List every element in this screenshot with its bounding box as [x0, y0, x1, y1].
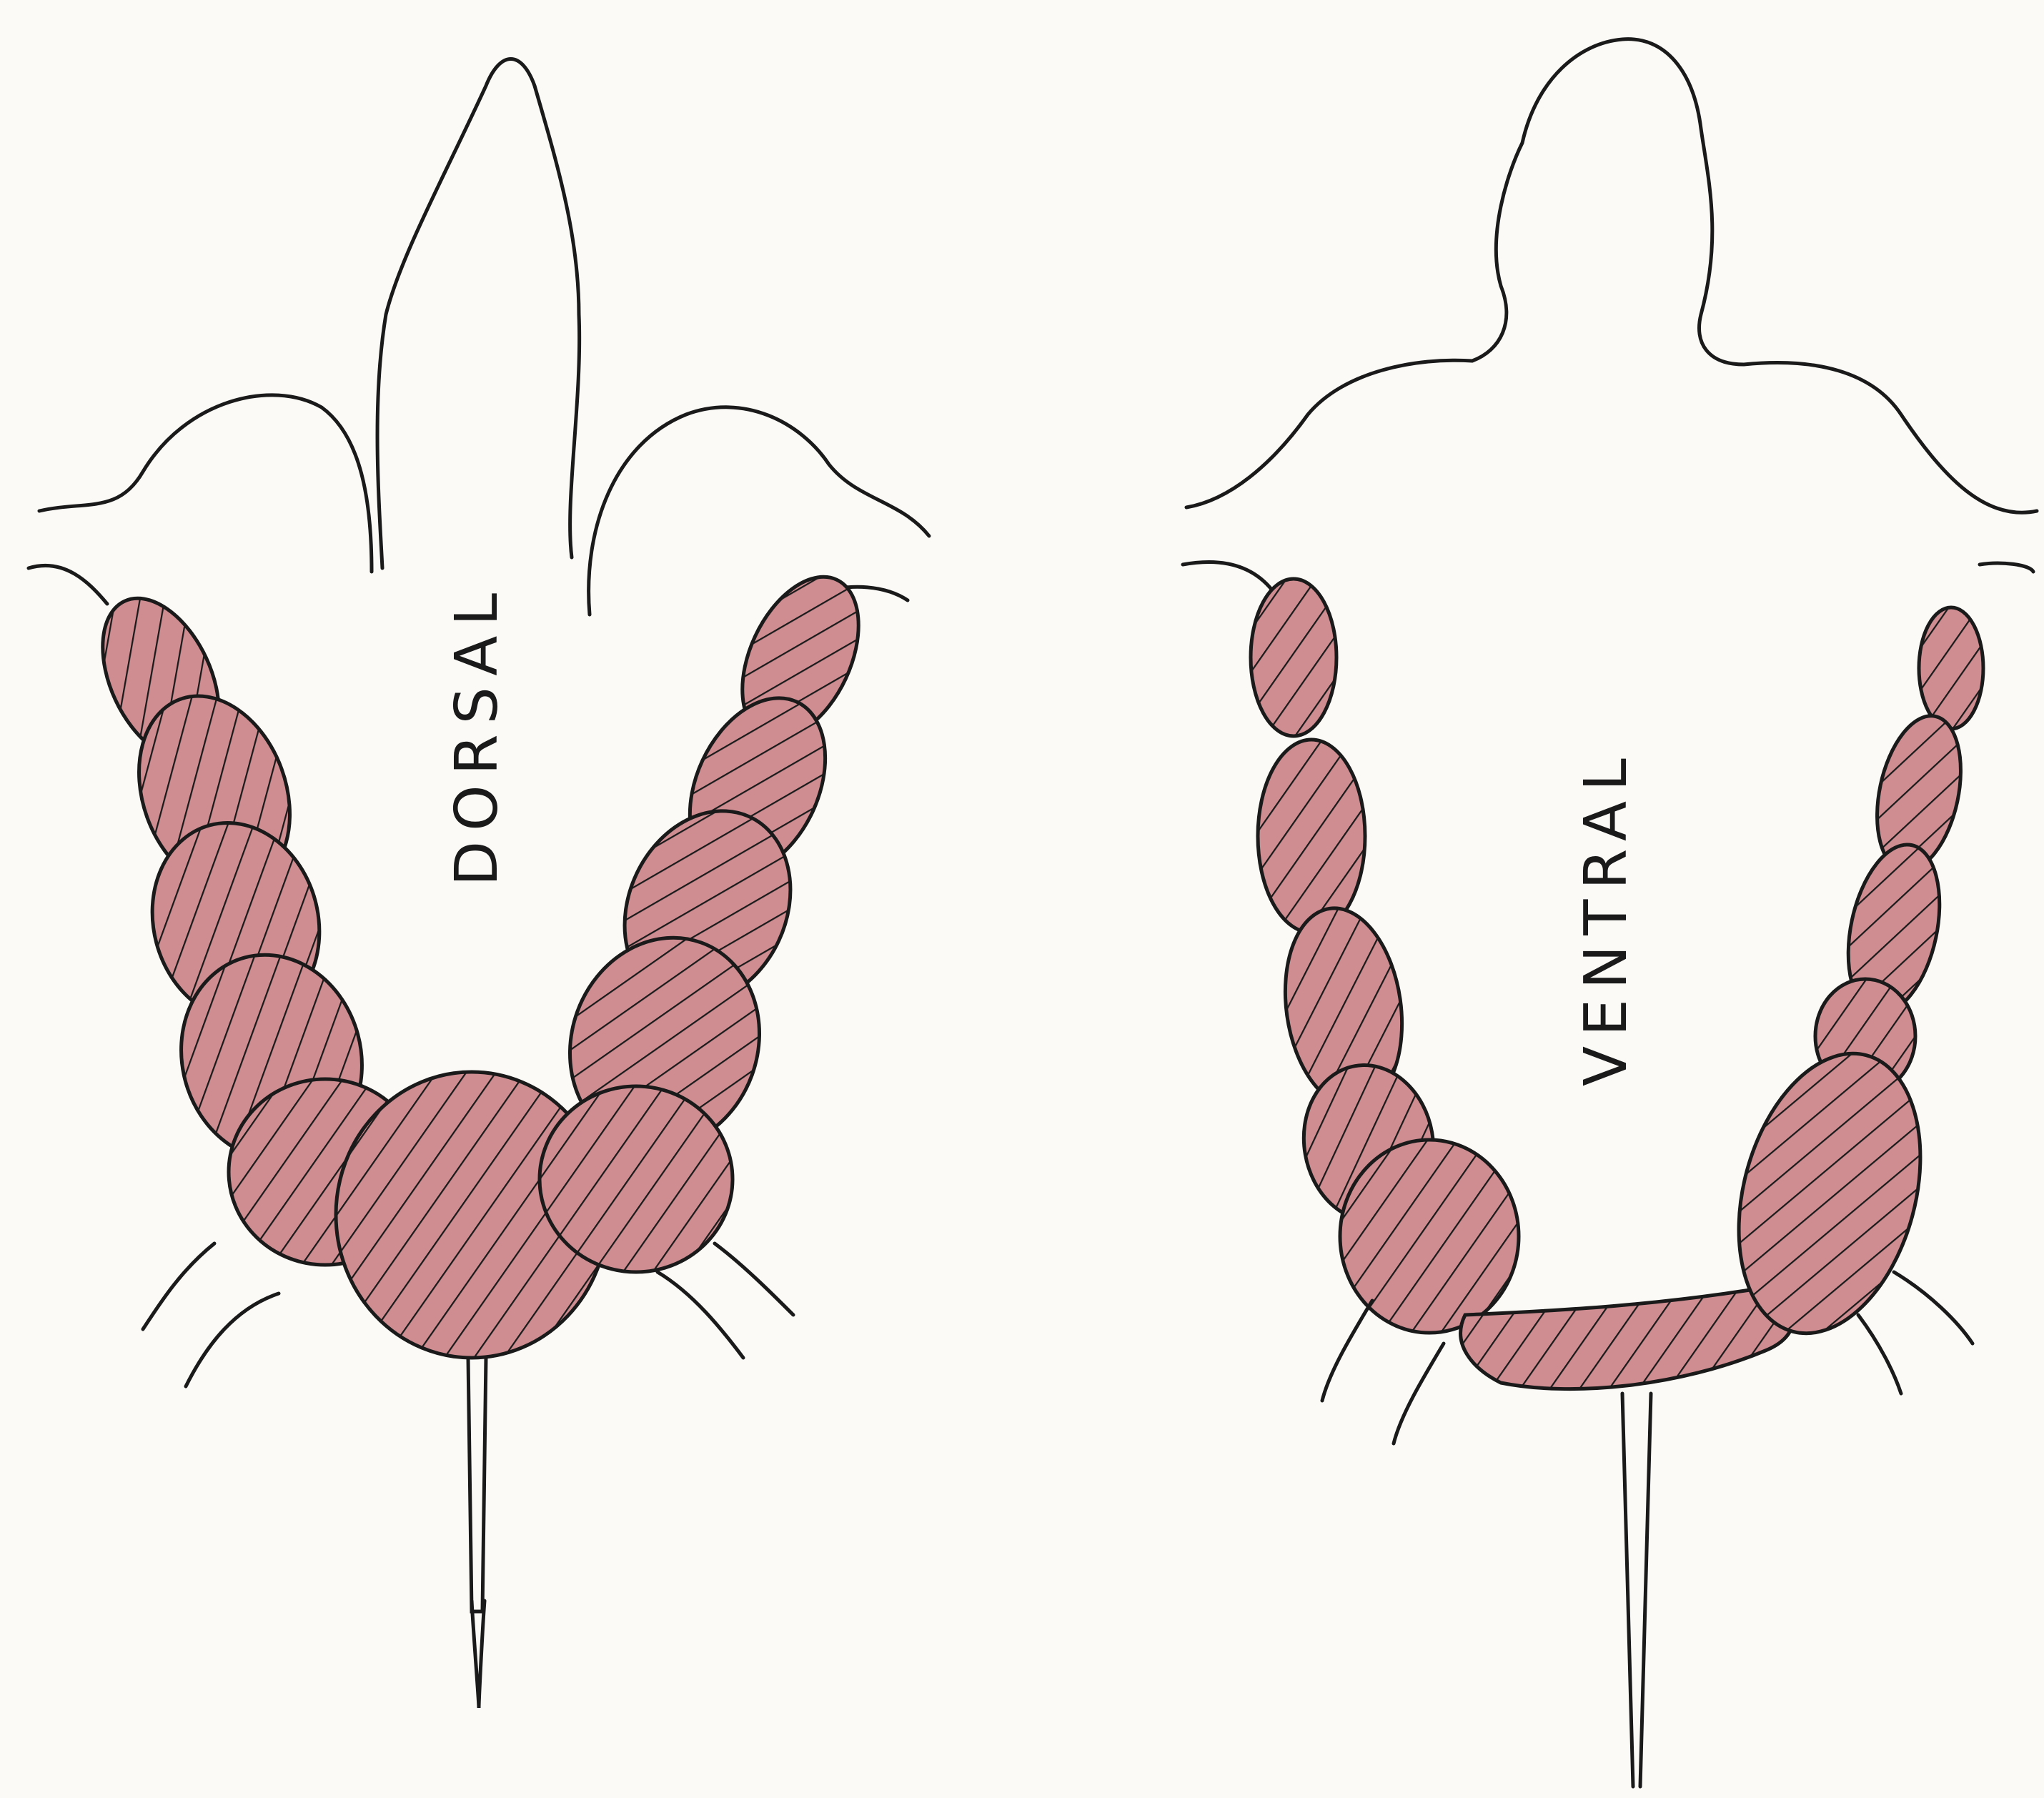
dorsal-panel: DORSAL: [29, 59, 929, 1709]
ventral-label: VENTRAL: [1572, 748, 1640, 1086]
ventral-left-tissue: [1251, 579, 1519, 1333]
dorsal-tail: [468, 1358, 486, 1708]
ventral-panel: VENTRAL: [1183, 39, 2037, 1787]
dorsal-left-ear: [39, 395, 372, 572]
dorsal-body-outline: [377, 59, 580, 569]
ventral-tail: [1622, 1394, 1651, 1787]
ventral-body-outline: [1186, 39, 2037, 513]
dorsal-right-ear: [589, 407, 929, 615]
dorsal-left-lobe: [29, 565, 107, 604]
ventral-right-tissue: [1710, 607, 1983, 1354]
ventral-left-lobe: [1183, 562, 1279, 600]
dorsal-label: DORSAL: [443, 583, 511, 886]
dorsal-right-tissue: [540, 559, 882, 1272]
ventral-right-lobe: [1980, 563, 2033, 572]
ventral-bottom-tissue: [1461, 1286, 1793, 1389]
